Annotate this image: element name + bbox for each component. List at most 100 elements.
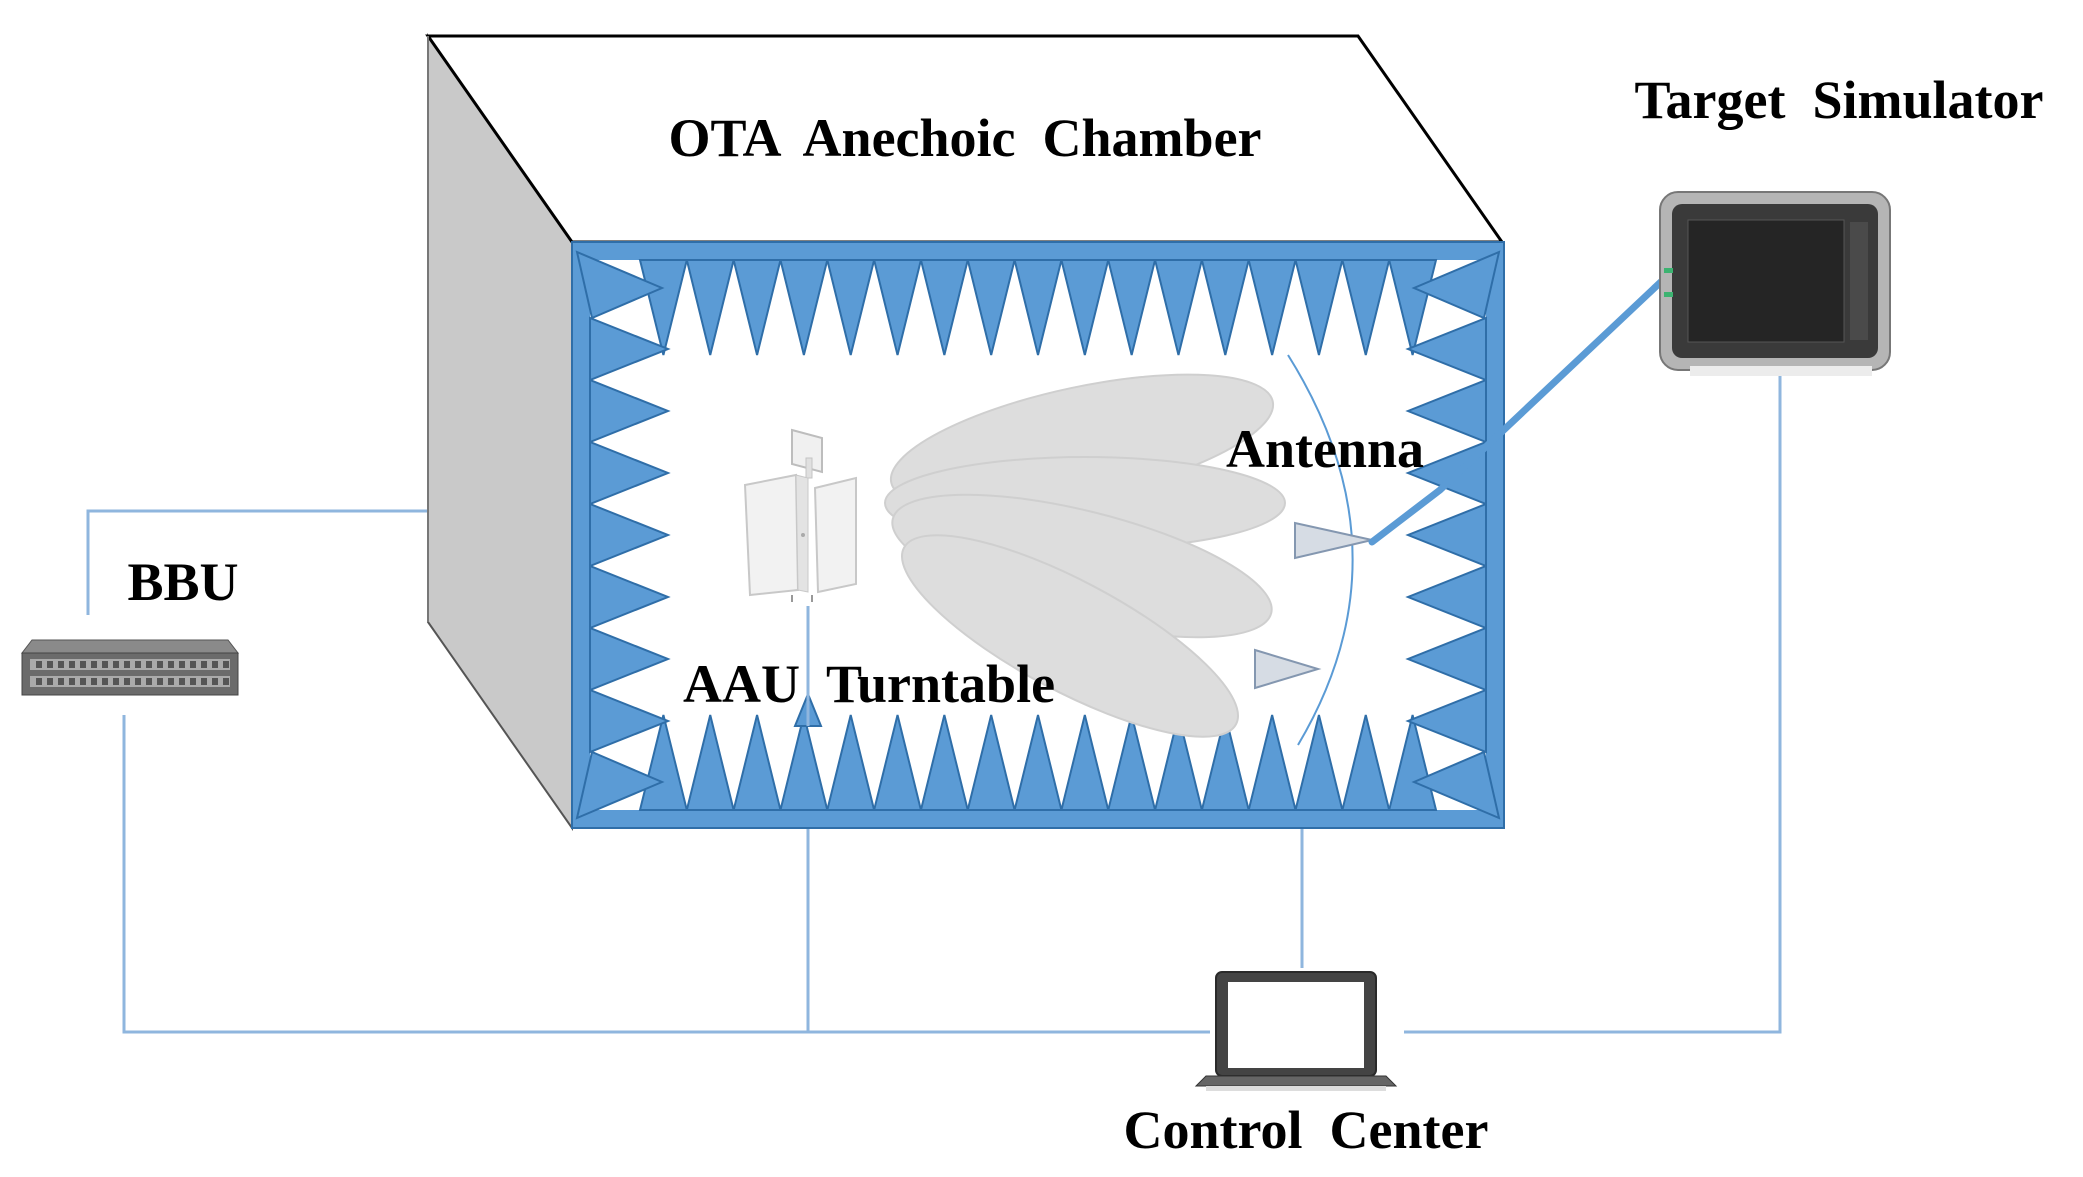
- target-simulator-label: Target Simulator: [1635, 70, 2044, 130]
- absorber-cone: [1294, 259, 1344, 356]
- bbu-port: [80, 661, 86, 668]
- absorber-cone: [919, 259, 970, 356]
- absorber-cone: [1247, 714, 1297, 811]
- radiation-beam-icon: [884, 373, 1286, 738]
- absorber-cone: [872, 259, 923, 356]
- absorber-cone: [589, 564, 671, 630]
- bbu-port: [113, 661, 119, 668]
- target-simulator-icon: [1659, 191, 1891, 376]
- absorber-cone: [1405, 564, 1487, 630]
- control-center-label: Control Center: [1124, 1100, 1489, 1160]
- bbu-port: [58, 678, 64, 685]
- bbu-port: [179, 661, 185, 668]
- absorber-cone: [589, 626, 671, 692]
- bbu-rack-icon: [20, 639, 240, 696]
- bbu-port: [36, 678, 42, 685]
- bbu-port: [212, 678, 218, 685]
- absorber-cone: [872, 714, 923, 811]
- absorber-cone: [1294, 714, 1344, 811]
- bbu-port: [80, 678, 86, 685]
- bbu-port: [168, 661, 174, 668]
- chamber-title: OTA Anechoic Chamber: [669, 108, 1262, 168]
- bbu-port: [69, 661, 75, 668]
- absorber-cone: [1405, 626, 1487, 692]
- bbu-port: [91, 678, 97, 685]
- absorber-cone: [779, 259, 829, 356]
- bbu-port: [201, 661, 207, 668]
- absorber-cone: [589, 502, 671, 568]
- absorber-cone: [779, 714, 829, 811]
- bbu-port: [212, 661, 218, 668]
- absorber-cone: [826, 259, 876, 356]
- bbu-port: [47, 678, 53, 685]
- bbu-port: [157, 661, 163, 668]
- absorber-cone: [1106, 714, 1157, 811]
- absorber-cone: [966, 714, 1016, 811]
- absorber-cone: [589, 688, 671, 754]
- absorber-cone: [1405, 688, 1487, 754]
- absorber-cone: [1060, 714, 1110, 811]
- bbu-port: [102, 661, 108, 668]
- bbu-port: [201, 678, 207, 685]
- absorber-cone: [1013, 714, 1063, 811]
- probe-antenna-icon: [1294, 521, 1373, 560]
- absorber-cone: [589, 440, 671, 506]
- bbu-label: BBU: [127, 552, 238, 612]
- laptop-icon: [1194, 971, 1398, 1091]
- bbu-port: [146, 678, 152, 685]
- absorber-cone: [966, 259, 1016, 356]
- absorber-cone: [1341, 714, 1391, 811]
- probe-antenna-icon: [1254, 648, 1322, 690]
- absorber-cone: [1153, 259, 1204, 356]
- absorber-cone: [589, 316, 671, 382]
- corner-absorber-tl: [575, 250, 665, 320]
- absorber-cone: [1153, 714, 1204, 811]
- absorber-cone: [685, 259, 735, 356]
- simulator-to-control-line: [1404, 375, 1782, 1034]
- measurement-arc: [1287, 354, 1354, 746]
- absorber-cone: [1341, 259, 1391, 356]
- bbu-port: [223, 661, 229, 668]
- bbu-port: [91, 661, 97, 668]
- antenna-label: Antenna: [1226, 419, 1424, 479]
- bbu-port: [190, 678, 196, 685]
- absorber-cone: [1405, 378, 1487, 444]
- bbu-port: [135, 661, 141, 668]
- bbu-port: [190, 661, 196, 668]
- corner-absorber-tr: [1411, 250, 1501, 320]
- absorber-cone: [1405, 316, 1487, 382]
- absorber-cone: [732, 259, 782, 356]
- corner-absorber-bl: [575, 750, 665, 820]
- absorber-cone: [1405, 440, 1487, 506]
- bbu-port: [179, 678, 185, 685]
- absorber-cone: [826, 714, 876, 811]
- bbu-port: [47, 661, 53, 668]
- absorber-cone: [1106, 259, 1157, 356]
- aau-turntable-label: AAU Turntable: [683, 654, 1055, 714]
- bbu-port: [135, 678, 141, 685]
- corner-absorber-br: [1411, 750, 1501, 820]
- absorber-cone: [732, 714, 782, 811]
- bbu-port: [124, 678, 130, 685]
- absorber-cone: [1200, 259, 1250, 356]
- absorber-cone: [1200, 714, 1250, 811]
- aau-icon: [743, 428, 857, 602]
- absorber-cone: [685, 714, 735, 811]
- bbu-port: [168, 678, 174, 685]
- bbu-port: [124, 661, 130, 668]
- bbu-port: [223, 678, 229, 685]
- absorber-cone: [919, 714, 970, 811]
- bbu-port: [102, 678, 108, 685]
- bbu-port: [69, 678, 75, 685]
- bbu-port: [58, 661, 64, 668]
- absorber-cone: [589, 378, 671, 444]
- bbu-port: [36, 661, 42, 668]
- bbu-port: [146, 661, 152, 668]
- absorber-cone: [1405, 502, 1487, 568]
- bbu-to-control-line: [122, 715, 1210, 1034]
- absorber-cone: [1247, 259, 1297, 356]
- absorber-cone: [1060, 259, 1110, 356]
- bbu-port: [157, 678, 163, 685]
- bbu-port: [113, 678, 119, 685]
